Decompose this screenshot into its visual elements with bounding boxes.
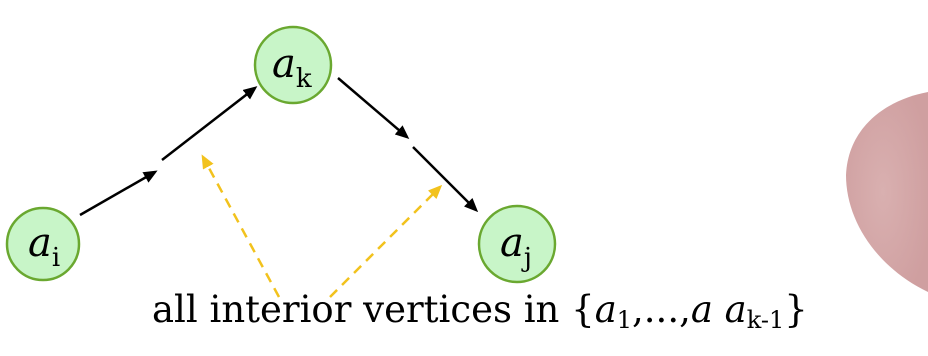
edge-ak-aj-segment-2 bbox=[412, 146, 479, 213]
node-ai-main: a bbox=[28, 220, 52, 266]
edge-ak-aj-segment-1 bbox=[337, 77, 410, 139]
caption-extra-a: a bbox=[690, 288, 713, 331]
svg-text:ak: ak bbox=[272, 41, 312, 94]
svg-text:ai: ai bbox=[28, 220, 60, 273]
caption-prefix: all interior vertices in { bbox=[152, 288, 595, 331]
caption-ak1: a bbox=[724, 288, 747, 331]
caption-ak1-sub: k-1 bbox=[746, 306, 785, 334]
caption-a1: a bbox=[594, 288, 617, 331]
node-aj-sub: j bbox=[521, 243, 532, 273]
node-aj: aj bbox=[477, 204, 557, 284]
decorative-blob bbox=[846, 92, 928, 292]
edge-ai-ak-segment-2 bbox=[161, 86, 258, 161]
node-ak: ak bbox=[253, 25, 333, 105]
caption-a1-sub: 1 bbox=[616, 306, 633, 334]
node-ai-sub: i bbox=[52, 243, 60, 273]
dashed-arrow-left bbox=[201, 154, 281, 298]
node-ak-main: a bbox=[272, 41, 296, 87]
node-ak-sub: k bbox=[296, 64, 312, 94]
caption: all interior vertices in {a1,...,a ak-1} bbox=[152, 291, 808, 332]
dashed-arrow-right bbox=[329, 184, 443, 298]
caption-middle: ,..., bbox=[632, 288, 691, 331]
svg-text:aj: aj bbox=[500, 220, 532, 273]
caption-suffix: } bbox=[784, 288, 808, 331]
node-ai: ai bbox=[5, 206, 81, 282]
edge-ai-ak-segment-1 bbox=[79, 170, 158, 217]
node-aj-main: a bbox=[500, 220, 524, 266]
